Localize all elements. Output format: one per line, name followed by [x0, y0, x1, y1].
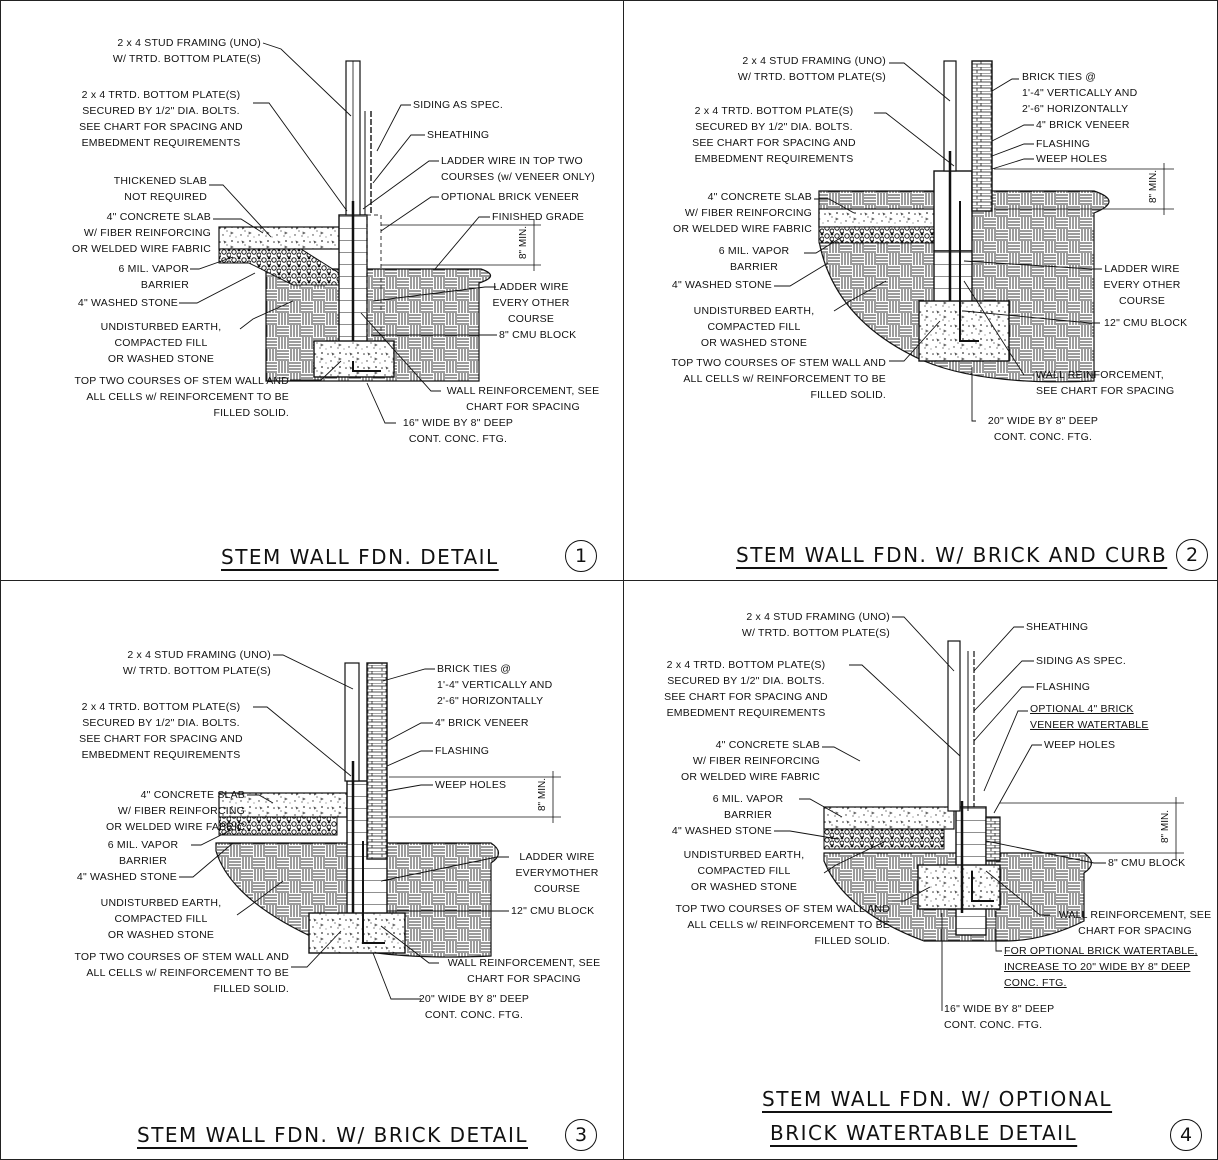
label-optional-footing: FOR OPTIONAL BRICK WATERTABLE, INCREASE …: [1004, 945, 1198, 989]
label-earth: UNDISTURBED EARTH, COMPACTED FILL OR WAS…: [100, 321, 222, 365]
label-concrete-slab: 4" CONCRETE SLAB W/ FIBER REINFORCING OR…: [681, 739, 820, 783]
dimension-min: 8" MIN.: [537, 778, 548, 811]
label-wall-reinforcement: WALL REINFORCEMENT, SEE CHART FOR SPACIN…: [447, 957, 601, 985]
label-vapor-barrier: 6 MIL. VAPOR BARRIER: [118, 263, 189, 291]
detail-panel-2: 2 x 4 STUD FRAMING (UNO) W/ TRTD. BOTTOM…: [623, 0, 1218, 582]
label-cmu: 12" CMU BLOCK: [511, 905, 595, 917]
label-optional-brick: OPTIONAL 4" BRICK VENEER WATERTABLE: [1030, 703, 1149, 731]
label-footing: 16" WIDE BY 8" DEEP CONT. CONC. FTG.: [402, 417, 514, 445]
section-drawing-3: [179, 654, 561, 1000]
label-concrete-slab: 4" CONCRETE SLAB W/ FIBER REINFORCING OR…: [673, 191, 812, 235]
label-weep-holes: WEEP HOLES: [1036, 153, 1108, 165]
label-bottom-plate: 2 x 4 TRTD. BOTTOM PLATE(S) SECURED BY 1…: [692, 105, 856, 165]
label-earth: UNDISTURBED EARTH, COMPACTED FILL OR WAS…: [693, 305, 815, 349]
detail-title: STEM WALL FDN. W/ BRICK AND CURB: [736, 543, 1168, 567]
detail-panel-4: 2 x 4 STUD FRAMING (UNO) W/ TRTD. BOTTOM…: [623, 580, 1218, 1160]
detail-title: STEM WALL FDN. W/ BRICK DETAIL: [137, 1123, 528, 1147]
label-cmu: 8" CMU BLOCK: [1108, 857, 1186, 869]
label-sheathing: SHEATHING: [1026, 621, 1089, 633]
label-concrete-slab: 4" CONCRETE SLAB W/ FIBER REINFORCING OR…: [106, 789, 245, 833]
label-bottom-plate: 2 x 4 TRTD. BOTTOM PLATE(S) SECURED BY 1…: [664, 659, 828, 719]
label-framing: 2 x 4 STUD FRAMING (UNO) W/ TRTD. BOTTOM…: [737, 55, 886, 83]
label-brick-veneer: 4" BRICK VENEER: [435, 717, 529, 729]
detail-title-line-2: BRICK WATERTABLE DETAIL: [770, 1121, 1078, 1145]
label-footing: 16" WIDE BY 8" DEEP CONT. CONC. FTG.: [944, 1003, 1055, 1031]
label-top-courses: TOP TWO COURSES OF STEM WALL AND ALL CEL…: [675, 903, 890, 947]
label-framing: 2 x 4 STUD FRAMING (UNO) W/ TRTD. BOTTOM…: [741, 611, 890, 639]
label-weep-holes: WEEP HOLES: [1044, 739, 1116, 751]
label-flashing: FLASHING: [435, 745, 490, 757]
dimension-min: 8" MIN.: [1148, 170, 1159, 203]
label-brick-ties: BRICK TIES @ 1'-4" VERTICALLY AND 2'-6" …: [1022, 71, 1138, 115]
label-siding: SIDING AS SPEC.: [413, 99, 503, 111]
label-top-courses: TOP TWO COURSES OF STEM WALL AND ALL CEL…: [74, 951, 289, 995]
label-concrete-slab: 4" CONCRETE SLAB W/ FIBER REINFORCING OR…: [72, 211, 211, 255]
label-siding: SIDING AS SPEC.: [1036, 655, 1126, 667]
label-ladder-wire: LADDER WIRE EVERY OTHER COURSE: [492, 281, 570, 325]
detail-title: STEM WALL FDN. DETAIL: [221, 545, 499, 569]
section-drawing-1: [179, 42, 541, 424]
detail-number: 2: [1176, 539, 1208, 571]
label-finished-grade: FINISHED GRADE: [492, 211, 585, 223]
label-footing: 20" WIDE BY 8" DEEP CONT. CONC. FTG.: [418, 993, 530, 1021]
label-ladder-wire: LADDER WIRE EVERY OTHER COURSE: [1103, 263, 1181, 307]
label-washed-stone: 4" WASHED STONE: [671, 825, 772, 837]
label-wall-reinforcement: WALL REINFORCEMENT, SEE CHART FOR SPACIN…: [446, 385, 600, 413]
label-cmu: 8" CMU BLOCK: [499, 329, 577, 341]
label-footing: 20" WIDE BY 8" DEEP CONT. CONC. FTG.: [987, 415, 1099, 443]
label-top-courses: TOP TWO COURSES OF STEM WALL AND ALL CEL…: [671, 357, 886, 401]
section-drawing-4: [774, 616, 1184, 1011]
label-cmu: 12" CMU BLOCK: [1104, 317, 1188, 329]
label-earth: UNDISTURBED EARTH, COMPACTED FILL OR WAS…: [683, 849, 805, 893]
detail-panel-3: 2 x 4 STUD FRAMING (UNO) W/ TRTD. BOTTOM…: [0, 580, 625, 1160]
label-washed-stone: 4" WASHED STONE: [77, 297, 178, 309]
label-optional-brick: OPTIONAL BRICK VENEER: [441, 191, 580, 203]
label-framing: 2 x 4 STUD FRAMING (UNO) W/ TRTD. BOTTOM…: [122, 649, 271, 677]
label-weep-holes: WEEP HOLES: [435, 779, 507, 791]
label-sheathing: SHEATHING: [427, 129, 490, 141]
detail-number: 4: [1170, 1119, 1202, 1151]
label-bottom-plate: 2 x 4 TRTD. BOTTOM PLATE(S) SECURED BY 1…: [79, 89, 243, 149]
label-ladder-wire: LADDER WIRE EVERYMOTHER COURSE: [515, 851, 599, 895]
detail-panel-1: 2 x 4 STUD FRAMING (UNO) W/ TRTD. BOTTOM…: [0, 0, 625, 582]
label-flashing: FLASHING: [1036, 138, 1091, 150]
section-drawing-2: [774, 60, 1174, 422]
label-thickened-slab: THICKENED SLAB NOT REQUIRED: [113, 175, 207, 203]
label-wall-reinforcement: WALL REINFORCEMENT, SEE CHART FOR SPACIN…: [1036, 369, 1175, 397]
label-brick-ties: BRICK TIES @ 1'-4" VERTICALLY AND 2'-6" …: [437, 663, 553, 707]
detail-title-line-1: STEM WALL FDN. W/ OPTIONAL: [762, 1087, 1113, 1111]
detail-number: 3: [565, 1119, 597, 1151]
dimension-min: 8" MIN.: [518, 226, 529, 259]
label-washed-stone: 4" WASHED STONE: [76, 871, 177, 883]
label-washed-stone: 4" WASHED STONE: [671, 279, 772, 291]
label-vapor-barrier: 6 MIL. VAPOR BARRIER: [712, 793, 784, 821]
detail-number: 1: [565, 540, 597, 572]
label-bottom-plate: 2 x 4 TRTD. BOTTOM PLATE(S) SECURED BY 1…: [79, 701, 243, 761]
label-ladder-wire-top: LADDER WIRE IN TOP TWO COURSES (w/ VENEE…: [441, 155, 595, 183]
dimension-min: 8" MIN.: [1160, 810, 1171, 843]
label-wall-reinforcement: WALL REINFORCEMENT, SEE CHART FOR SPACIN…: [1058, 909, 1212, 937]
label-flashing: FLASHING: [1036, 681, 1091, 693]
label-top-courses: TOP TWO COURSES OF STEM WALL AND ALL CEL…: [74, 375, 289, 419]
label-vapor-barrier: 6 MIL. VAPOR BARRIER: [718, 245, 790, 273]
label-vapor-barrier: 6 MIL. VAPOR BARRIER: [107, 839, 179, 867]
label-earth: UNDISTURBED EARTH, COMPACTED FILL OR WAS…: [100, 897, 222, 941]
label-framing: 2 x 4 STUD FRAMING (UNO) W/ TRTD. BOTTOM…: [112, 37, 261, 65]
label-brick-veneer: 4" BRICK VENEER: [1036, 119, 1130, 131]
